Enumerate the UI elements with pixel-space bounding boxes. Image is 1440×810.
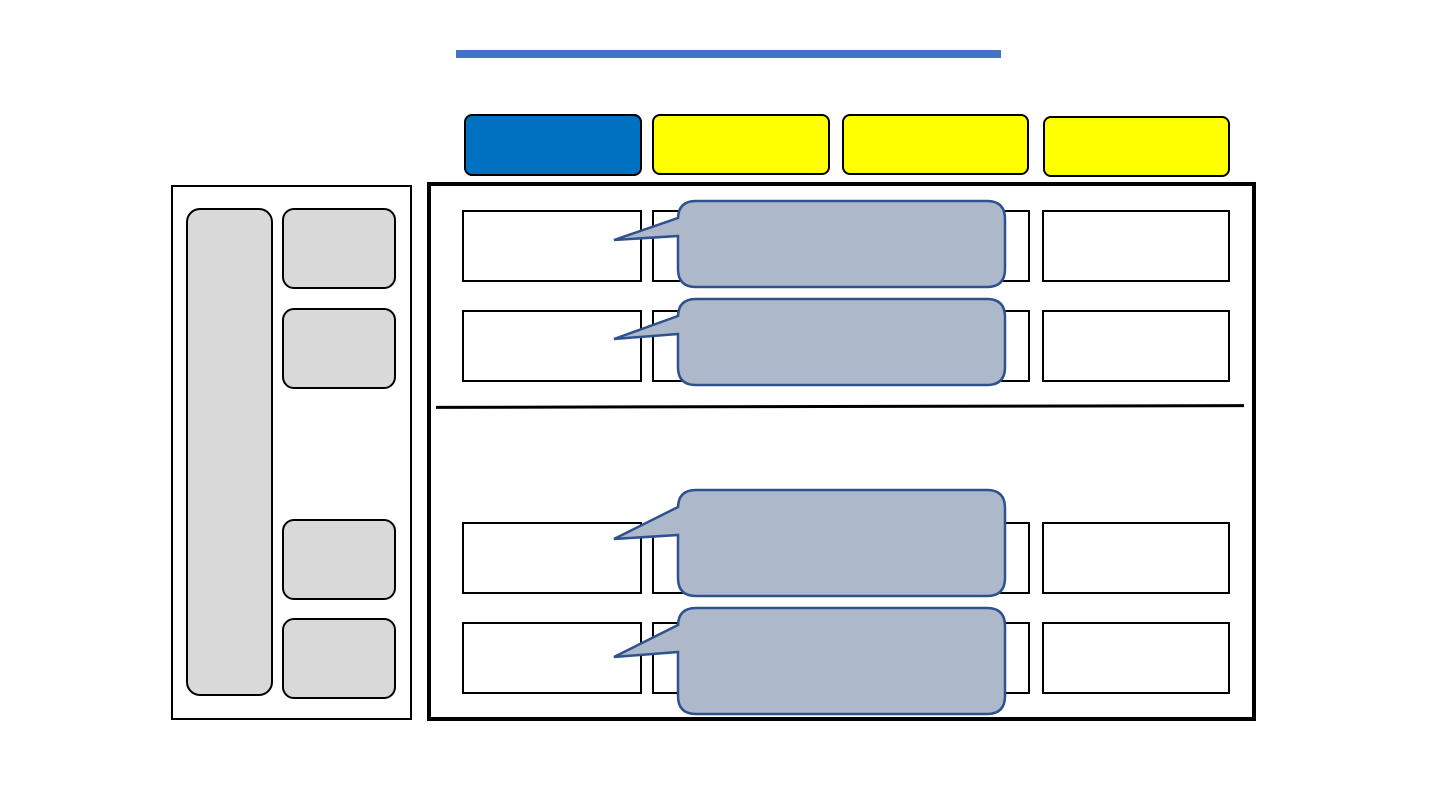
callout-1 (613, 199, 1007, 289)
callout-2 (613, 297, 1007, 387)
callout-3 (613, 488, 1007, 598)
tab-2[interactable] (652, 114, 830, 175)
cell-r3-c4 (1042, 522, 1230, 594)
side-long-button[interactable] (186, 208, 273, 696)
cell-r2-c1 (462, 310, 642, 382)
side-button-4[interactable] (282, 618, 396, 699)
tab-3[interactable] (842, 114, 1029, 175)
tab-4[interactable] (1043, 116, 1230, 177)
title-bar (456, 50, 1001, 58)
side-button-2[interactable] (282, 308, 396, 389)
cell-r1-c4 (1042, 210, 1230, 282)
tab-1[interactable] (464, 114, 642, 176)
callout-4 (613, 606, 1007, 716)
side-button-3[interactable] (282, 519, 396, 600)
cell-r4-c1 (462, 622, 642, 694)
cell-r2-c4 (1042, 310, 1230, 382)
cell-r4-c4 (1042, 622, 1230, 694)
cell-r1-c1 (462, 210, 642, 282)
side-button-1[interactable] (282, 208, 396, 289)
cell-r3-c1 (462, 522, 642, 594)
